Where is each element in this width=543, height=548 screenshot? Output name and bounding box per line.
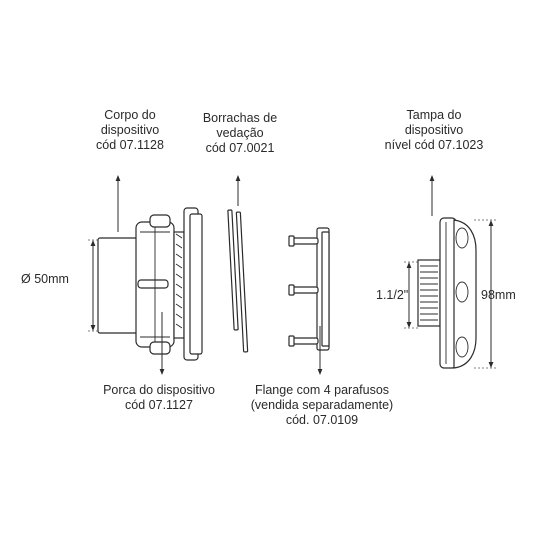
label-borrachas: Borrachas de vedação cód 07.0021 [180, 111, 300, 156]
dimension-98mm [474, 219, 496, 369]
label-borrachas-line1: Borrachas de [202, 111, 278, 125]
label-borrachas-line3: cód 07.0021 [205, 141, 275, 155]
label-corpo-line1: Corpo do [104, 108, 156, 122]
flange-part [288, 227, 330, 351]
label-corpo: Corpo do dispositivo cód 07.1128 [70, 108, 190, 153]
label-porca-line2: cód 07.1127 [125, 398, 193, 412]
label-corpo-line2: dispositivo [100, 123, 160, 137]
label-borrachas-line2: vedação [216, 126, 264, 140]
body-part [97, 207, 203, 361]
dimension-height-label: 98mm [481, 288, 516, 302]
label-tampa-line1: Tampa do [406, 108, 462, 122]
label-corpo-line3: cód 07.1128 [96, 138, 164, 152]
label-porca-line1: Porca do dispositivo [103, 383, 215, 397]
label-tampa: Tampa do dispositivo nível cód 07.1023 [366, 108, 502, 153]
label-flange-line3: cód. 07.0109 [285, 413, 359, 427]
dimension-thread-label: 1.1/2" [376, 288, 409, 302]
dimension-diameter-label: Ø 50mm [21, 272, 69, 286]
label-flange-line1: Flange com 4 parafusos [254, 383, 390, 397]
label-porca: Porca do dispositivo cód 07.1127 [84, 383, 234, 413]
cap-part [417, 217, 477, 369]
dimension-thread [404, 261, 420, 329]
label-tampa-line3: nível cód 07.1023 [384, 138, 484, 152]
label-flange: Flange com 4 parafusos (vendida separada… [232, 383, 412, 428]
label-flange-line2: (vendida separadamente) [250, 398, 394, 412]
label-tampa-line2: dispositivo [404, 123, 464, 137]
dimension-50mm [88, 239, 100, 332]
gaskets-part [227, 209, 249, 353]
